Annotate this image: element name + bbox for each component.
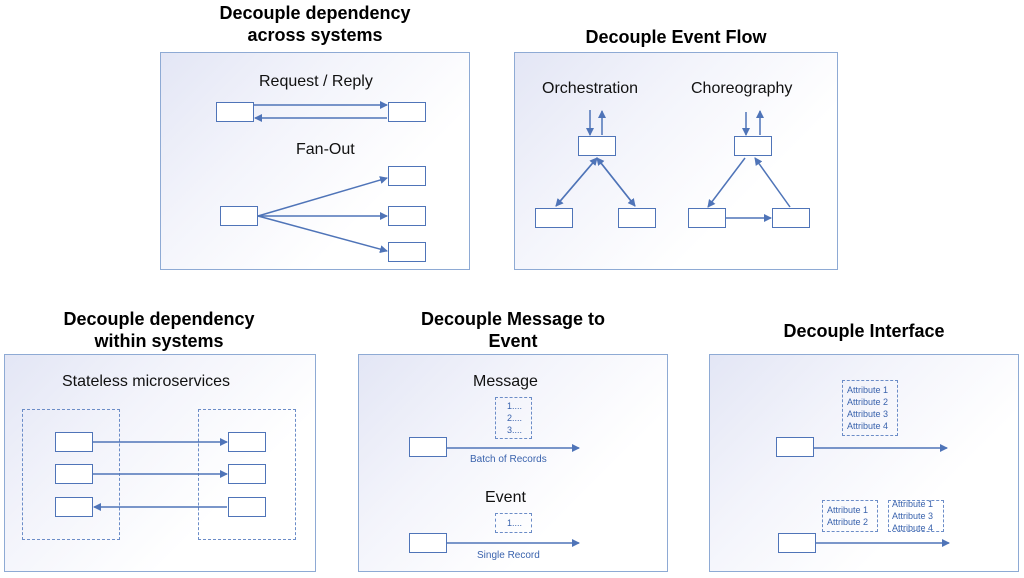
orchestration-service-left bbox=[535, 208, 573, 228]
choreography-left-box bbox=[688, 208, 726, 228]
attribute-box-full bbox=[842, 380, 898, 436]
message-records-box bbox=[495, 397, 532, 439]
event-source-box bbox=[409, 533, 447, 553]
interface-source-box-top bbox=[776, 437, 814, 457]
interface-title: Decouple Interface bbox=[783, 321, 945, 341]
across-panel bbox=[160, 52, 470, 270]
orchestration-label: Orchestration bbox=[542, 80, 639, 97]
choreography-right-box bbox=[772, 208, 810, 228]
interface-panel bbox=[709, 354, 1019, 572]
event-label: Event bbox=[485, 489, 526, 506]
message-items-text: 1.... 2.... 3.... bbox=[507, 401, 523, 435]
message-label: Message bbox=[473, 373, 538, 390]
event-flow-title: Decouple Event Flow bbox=[585, 27, 767, 47]
attribute-box-right bbox=[888, 500, 944, 532]
fan-out-arrow-bottom bbox=[257, 215, 388, 254]
microservice-right-3 bbox=[228, 497, 266, 517]
message-event-title: Decouple Message to Event bbox=[420, 309, 606, 351]
requester-box bbox=[216, 102, 254, 122]
request-reply-label: Request / Reply bbox=[259, 73, 373, 90]
microservice-left-2 bbox=[55, 464, 93, 484]
across-title: Decouple dependency across systems bbox=[219, 3, 411, 45]
orchestration-from-right-arrow bbox=[596, 157, 636, 207]
microservice-left-1 bbox=[55, 432, 93, 452]
fan-out-target-box-2 bbox=[388, 206, 426, 226]
microservice-right-2 bbox=[228, 464, 266, 484]
choreography-label: Choreography bbox=[691, 80, 793, 97]
batch-of-records-label: Batch of Records bbox=[470, 454, 547, 465]
choreography-top-box bbox=[734, 136, 772, 156]
microservice-right-1 bbox=[228, 432, 266, 452]
orchestration-service-right bbox=[618, 208, 656, 228]
fan-out-source-box bbox=[220, 206, 258, 226]
orchestrator-box bbox=[578, 136, 616, 156]
within-title: Decouple dependency within systems bbox=[63, 309, 255, 351]
message-source-box bbox=[409, 437, 447, 457]
attributes-left-text: Attribute 1 Attribute 2 bbox=[827, 505, 869, 527]
within-panel bbox=[4, 354, 316, 572]
single-record-label: Single Record bbox=[477, 550, 540, 561]
fan-out-arrow-top bbox=[257, 176, 388, 217]
event-items-text: 1.... bbox=[507, 518, 523, 528]
stateless-microservices-label: Stateless microservices bbox=[62, 373, 231, 390]
attributes-right-text: Attribute 1 Attribute 3 Attribute 4 bbox=[892, 499, 934, 533]
choreography-to-left-arrow bbox=[707, 157, 746, 208]
replier-box bbox=[388, 102, 426, 122]
choreography-right-to-top-arrow bbox=[754, 157, 791, 208]
attributes-full-text: Attribute 1 Attribute 2 Attribute 3 Attr… bbox=[847, 385, 889, 431]
event-record-box bbox=[495, 513, 532, 533]
fan-out-target-box-1 bbox=[388, 166, 426, 186]
fan-out-label: Fan-Out bbox=[296, 141, 355, 158]
event-flow-panel bbox=[514, 52, 838, 270]
orchestration-from-left-arrow bbox=[555, 157, 598, 207]
interface-source-box-bottom bbox=[778, 533, 816, 553]
microservice-left-3 bbox=[55, 497, 93, 517]
fan-out-target-box-3 bbox=[388, 242, 426, 262]
attribute-box-left bbox=[822, 500, 878, 532]
